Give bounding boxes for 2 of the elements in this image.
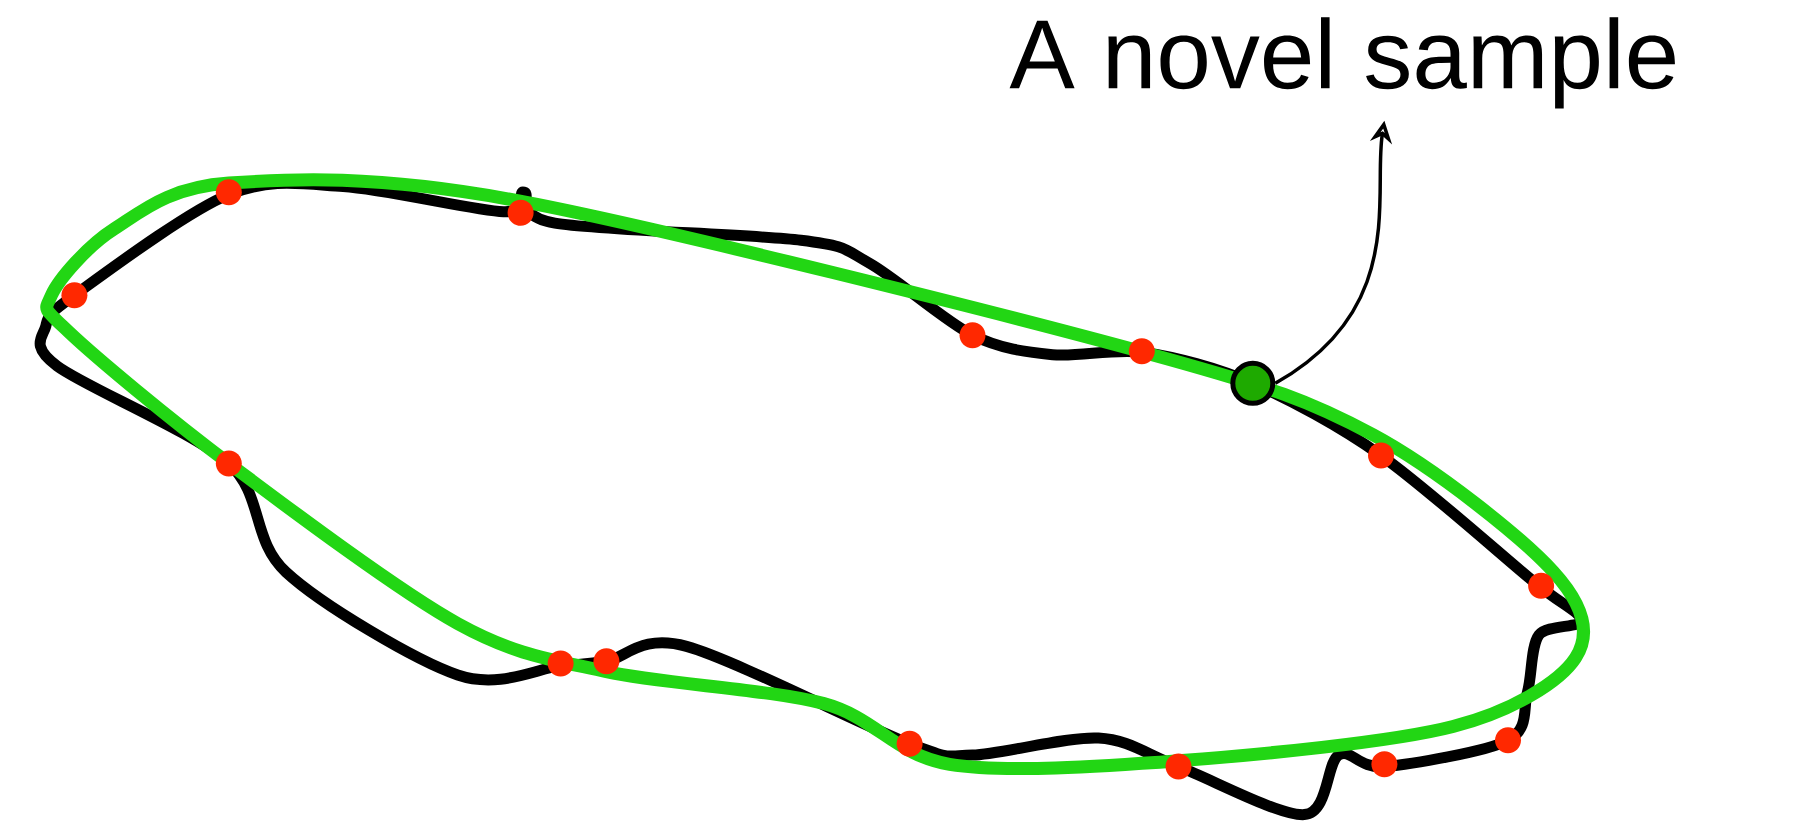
sample-dot xyxy=(1230,360,1276,406)
label-text: A novel sample xyxy=(1009,17,1675,109)
